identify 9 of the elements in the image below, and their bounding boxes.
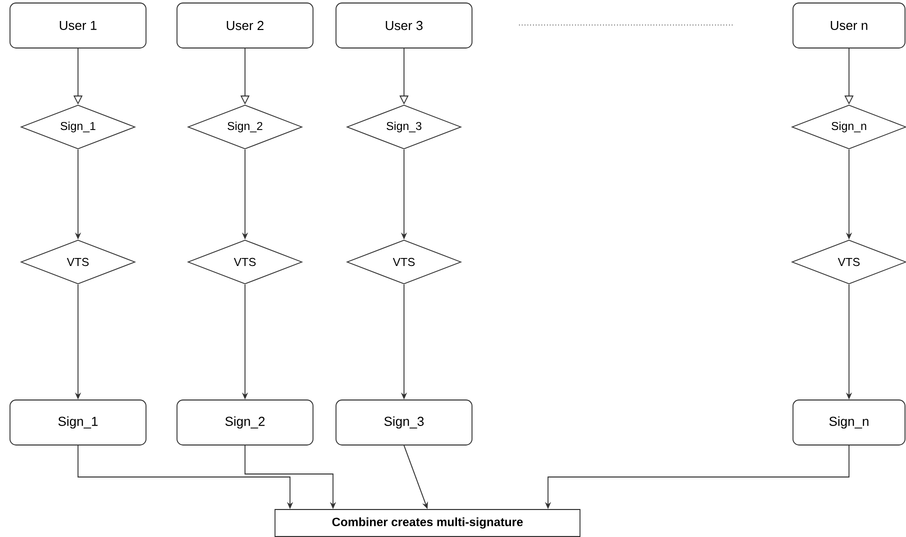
process-box: Sign_2 [176, 400, 314, 446]
process-box: User 1 [10, 2, 146, 48]
result-box: Combiner creates multi-signature [274, 509, 580, 537]
process-box: User n [792, 2, 906, 48]
process-box: Sign_1 [10, 400, 146, 446]
process-box: User 3 [336, 2, 472, 48]
process-box: User 2 [176, 2, 314, 48]
process-box: Sign_3 [336, 400, 472, 446]
process-box: Sign_n [792, 400, 906, 446]
